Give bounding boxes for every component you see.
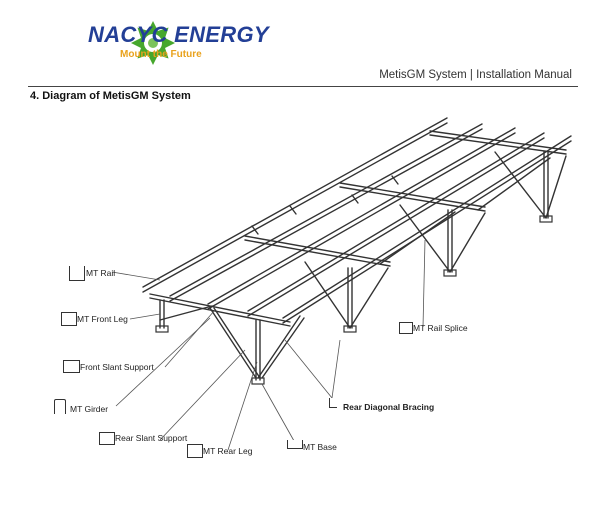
label-mt-base: MT Base [303,442,337,452]
brand-tagline: Mount the Future [120,49,202,60]
rear-diagonal-bracing-icon [329,398,337,408]
rear-slant-support-icon [99,432,115,445]
header-divider [28,86,578,87]
mt-girders [149,130,567,327]
mt-front-leg-icon [61,312,77,326]
label-leader-lines [111,239,426,451]
label-rear-diagonal-bracing: Rear Diagonal Bracing [343,402,435,412]
company-logo [131,21,175,65]
mt-rails [142,117,572,324]
label-mt-rear-leg: MT Rear Leg [203,446,253,456]
mt-bases [155,215,553,385]
brand-name: NACYC ENERGY [88,22,269,47]
front-slant-support-icon [63,360,80,373]
mt-base-icon [287,440,303,449]
label-mt-rail: MT Rail [86,268,116,278]
mt-rail-splices [251,175,399,235]
support-frames [159,151,567,381]
label-mt-girder: MT Girder [70,404,109,414]
mt-girder-icon [54,399,66,414]
label-mt-rail-splice: MT Rail Splice [413,323,468,333]
mt-rail-icon [69,266,85,281]
label-rear-slant-support: Rear Slant Support [115,433,188,443]
mt-rear-leg-icon [187,444,203,458]
label-front-slant-support: Front Slant Support [80,362,154,372]
document-title: MetisGM System | Installation Manual [379,69,572,81]
mt-rail-splice-icon [399,322,413,334]
label-mt-front-leg: MT Front Leg [77,314,128,324]
section-title: 4. Diagram of MetisGM System [30,90,191,102]
